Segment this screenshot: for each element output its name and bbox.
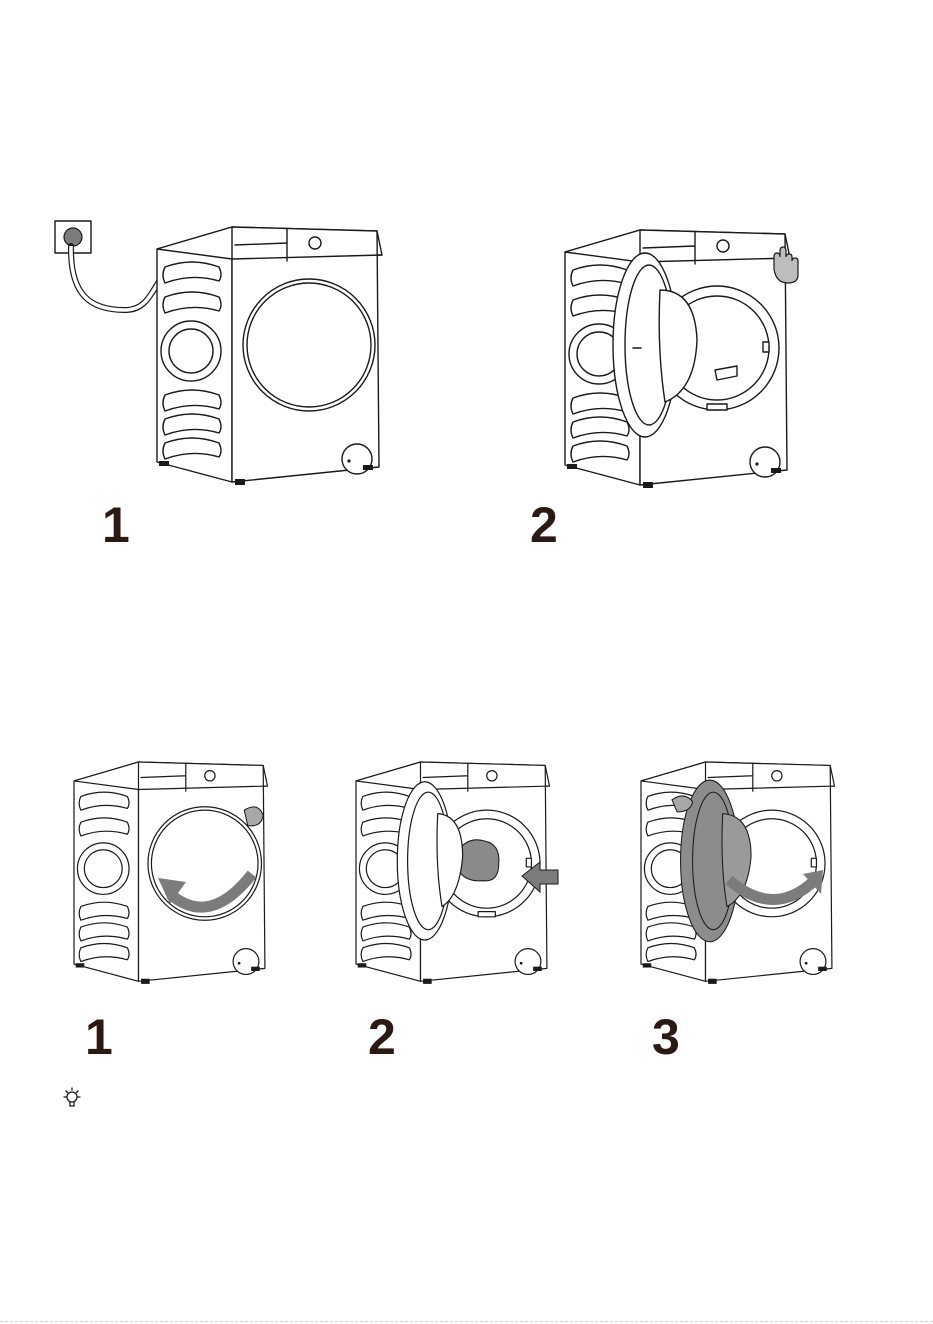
power-step-2-illustration: [560, 225, 820, 505]
page-bottom-rule: [0, 1321, 933, 1322]
power-step-number-1: 1: [102, 500, 130, 550]
power-step-1-illustration: [50, 215, 390, 505]
loading-step-number-2: 2: [368, 1012, 396, 1062]
power-step-number-2: 2: [530, 500, 558, 550]
loading-step-number-1: 1: [85, 1012, 113, 1062]
loading-step-1-illustration: [70, 758, 270, 988]
lightbulb-icon: [60, 1086, 84, 1110]
loading-step-number-3: 3: [652, 1012, 680, 1062]
loading-step-3-illustration: [637, 758, 837, 988]
loading-step-2-illustration: [352, 758, 562, 988]
